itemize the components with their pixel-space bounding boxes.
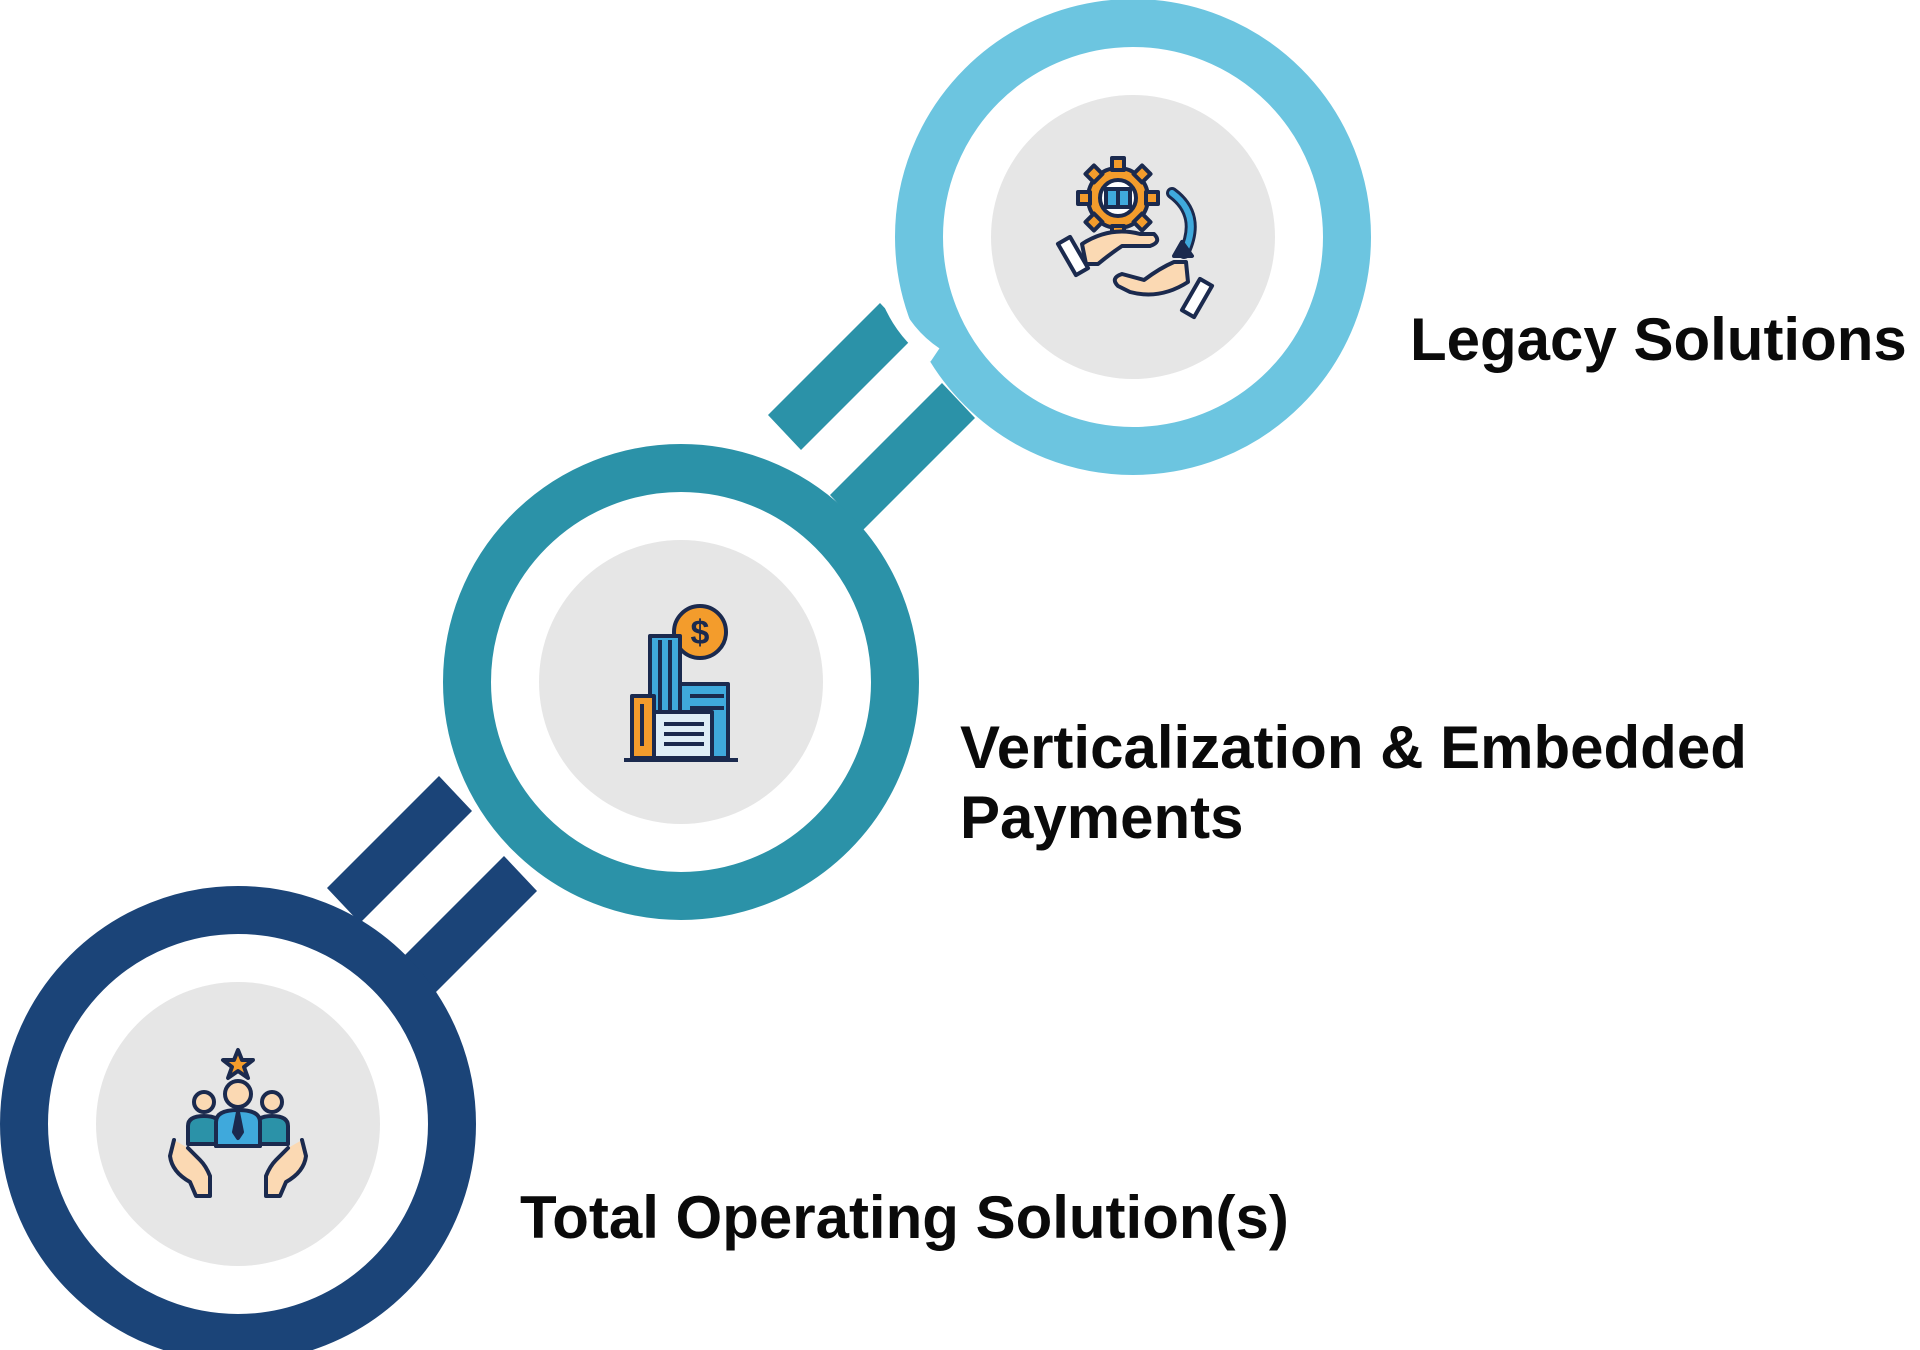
ring-legacy [895,0,1371,475]
stage-label-vertical-line2: Payments [960,784,1244,851]
connector-mid-to-top [768,303,975,530]
team-star-hands-icon [168,1048,308,1198]
stage-label-vertical: Verticalization & Embedded Payments [960,713,1747,853]
dollar-glyph: $ [691,614,710,652]
stage-label-total: Total Operating Solution(s) [520,1184,1289,1251]
connector-bottom-to-mid [327,776,537,1003]
ring-total [0,886,476,1350]
stage-legacy [882,0,1371,475]
stage-total [0,886,476,1350]
stage-label-vertical-line1: Verticalization & Embedded [960,714,1747,781]
stage-vertical: $ [443,444,919,920]
ring-vertical [443,444,919,920]
stage-label-legacy: Legacy Solutions [1410,306,1907,373]
buildings-dollar-icon: $ [624,604,738,762]
gear-exchange-hands-icon [1055,156,1215,320]
